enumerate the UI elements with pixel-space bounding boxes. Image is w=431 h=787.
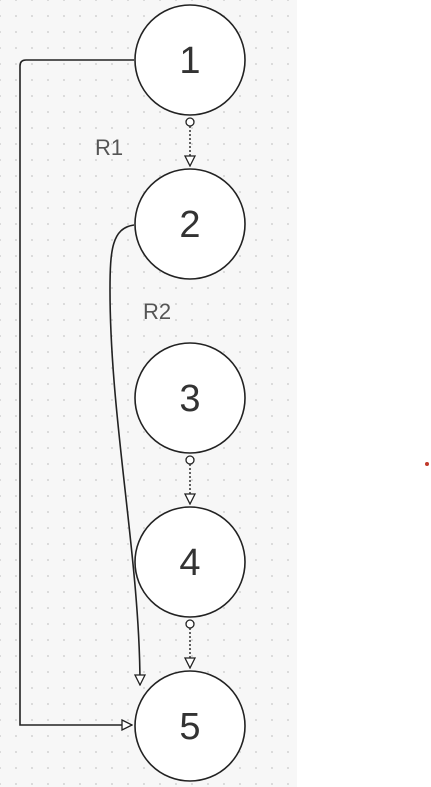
node-2-label: 2 — [179, 204, 200, 246]
region-label-r2: R2 — [143, 299, 171, 324]
edge-4-to-5[interactable] — [186, 619, 194, 668]
edge-1-to-2[interactable] — [186, 117, 194, 166]
node-4-label: 4 — [179, 542, 200, 584]
edge-3-to-4[interactable] — [186, 455, 194, 504]
node-2[interactable]: 2 — [134, 168, 246, 280]
region-label-r1: R1 — [95, 135, 123, 160]
node-1-label: 1 — [179, 40, 200, 82]
node-5-label: 5 — [179, 706, 200, 748]
red-marker-dot — [425, 462, 429, 466]
edge-2-to-5[interactable] — [109, 224, 140, 685]
node-3-label: 3 — [179, 378, 200, 420]
edge-1-to-5[interactable] — [19, 59, 134, 725]
node-5[interactable]: 5 — [134, 670, 246, 782]
node-3[interactable]: 3 — [134, 342, 246, 454]
node-4[interactable]: 4 — [134, 506, 246, 618]
node-1[interactable]: 1 — [134, 4, 246, 116]
